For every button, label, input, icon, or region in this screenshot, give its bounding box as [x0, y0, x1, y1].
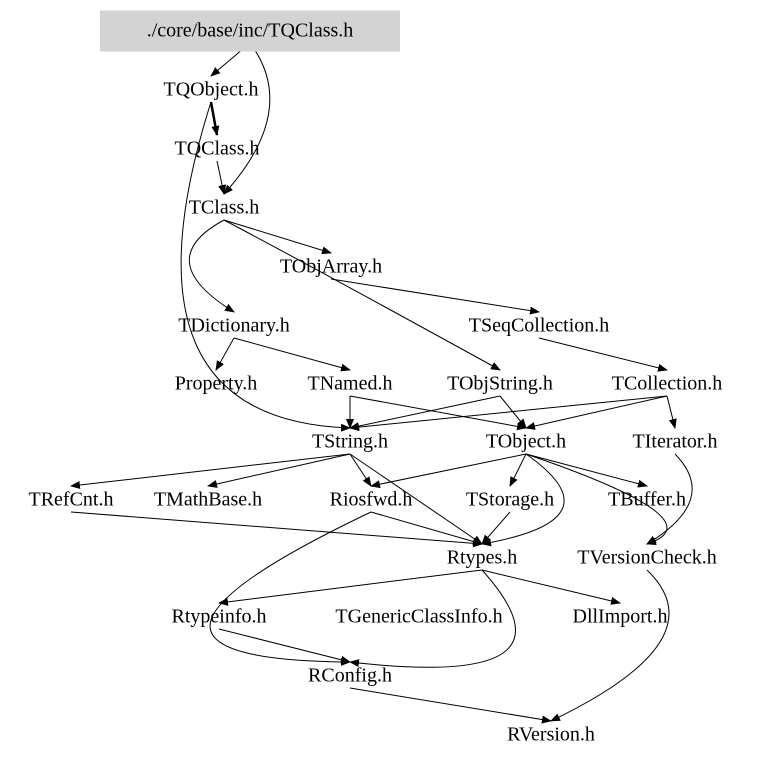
node-dllimport[interactable]: DllImport.h: [572, 605, 668, 628]
node-riosfwd[interactable]: Riosfwd.h: [329, 488, 413, 511]
node-trefcnt[interactable]: TRefCnt.h: [28, 488, 114, 511]
node-tstorage[interactable]: TStorage.h: [465, 488, 555, 511]
edge-tversioncheck-to-rversion: [550, 569, 670, 722]
edge-tdictionary-to-property: [215, 337, 235, 371]
node-tclass[interactable]: TClass.h: [188, 196, 260, 219]
node-titerator[interactable]: TIterator.h: [632, 430, 718, 453]
edge-tobjarray-to-tseqcollection: [330, 278, 540, 315]
edge-tqclass-to-tclass: [216, 160, 227, 195]
edge-tqobject-to-tqclass: [209, 101, 220, 136]
node-tversioncheck[interactable]: TVersionCheck.h: [577, 546, 717, 569]
node-rversion[interactable]: RVersion.h: [507, 723, 595, 746]
edge-tcollection-to-tstring: [349, 395, 668, 432]
edge-tcollection-to-titerator: [666, 395, 677, 429]
edge-tobject-to-tversioncheck: [525, 453, 668, 545]
edge-root-to-tclass: [223, 42, 271, 195]
edge-tclass-to-tobjstring: [223, 219, 501, 371]
edge-tobject-to-rtypes: [481, 453, 565, 547]
node-tstring[interactable]: TString.h: [311, 430, 389, 453]
edge-tdictionary-to-tnamed: [233, 337, 351, 372]
edge-titerator-to-tversioncheck: [646, 453, 693, 545]
edge-rtypes-to-dllimport: [481, 569, 621, 605]
node-tdictionary[interactable]: TDictionary.h: [178, 314, 290, 337]
node-tobjstring[interactable]: TObjString.h: [447, 372, 553, 395]
edge-tstring-to-rtypes: [349, 453, 483, 545]
edge-rtypeinfo-to-rconfig: [218, 628, 351, 664]
node-rtypeinfo[interactable]: Rtypeinfo.h: [171, 605, 267, 628]
node-tobject[interactable]: TObject.h: [485, 430, 567, 453]
edge-tstring-to-trefcnt: [70, 453, 351, 489]
edge-riosfwd-to-rconfig: [209, 511, 372, 666]
edge-tstring-to-riosfwd: [349, 453, 372, 487]
node-rconfig[interactable]: RConfig.h: [308, 664, 392, 687]
node-property[interactable]: Property.h: [174, 372, 258, 395]
edge-rtypes-to-rtypeinfo: [218, 569, 483, 606]
edge-tclass-to-tobjarray: [223, 219, 332, 255]
edge-tobject-to-tstorage: [509, 453, 527, 487]
node-tqclass[interactable]: TQClass.h: [174, 137, 260, 160]
edge-tseqcollection-to-tcollection: [538, 337, 668, 372]
edge-tstring-to-tmathbase: [207, 453, 351, 488]
root-node[interactable]: ./core/base/inc/TQClass.h: [100, 10, 400, 52]
edge-tobject-to-tbuffer: [525, 453, 648, 488]
edge-tqobject-to-tstring: [180, 101, 351, 432]
node-tmathbase[interactable]: TMathBase.h: [153, 488, 263, 511]
edge-tclass-to-tdictionary: [188, 219, 235, 313]
edge-tnamed-to-tobject: [349, 395, 527, 431]
edge-tcollection-to-tobject: [525, 395, 668, 430]
edge-tstorage-to-rtypes: [481, 511, 511, 545]
node-tbuffer[interactable]: TBuffer.h: [608, 488, 686, 511]
node-tobjarray[interactable]: TObjArray.h: [279, 255, 383, 278]
node-tnamed[interactable]: TNamed.h: [307, 372, 393, 395]
edge-riosfwd-to-rtypes: [370, 511, 483, 546]
edge-tobjstring-to-tstring: [349, 395, 501, 431]
edge-rconfig-to-rversion: [349, 687, 552, 724]
node-tqobject[interactable]: TQObject.h: [163, 78, 259, 101]
node-rtypes[interactable]: Rtypes.h: [446, 546, 518, 569]
edge-rtypes-to-rconfig: [349, 569, 516, 668]
edge-trefcnt-to-rtypes: [70, 511, 483, 548]
node-tseqcollection[interactable]: TSeqCollection.h: [468, 314, 610, 337]
node-tgenericclassinfo[interactable]: TGenericClassInfo.h: [335, 605, 503, 628]
edge-tobject-to-riosfwd: [370, 453, 527, 489]
node-tcollection[interactable]: TCollection.h: [611, 372, 723, 395]
